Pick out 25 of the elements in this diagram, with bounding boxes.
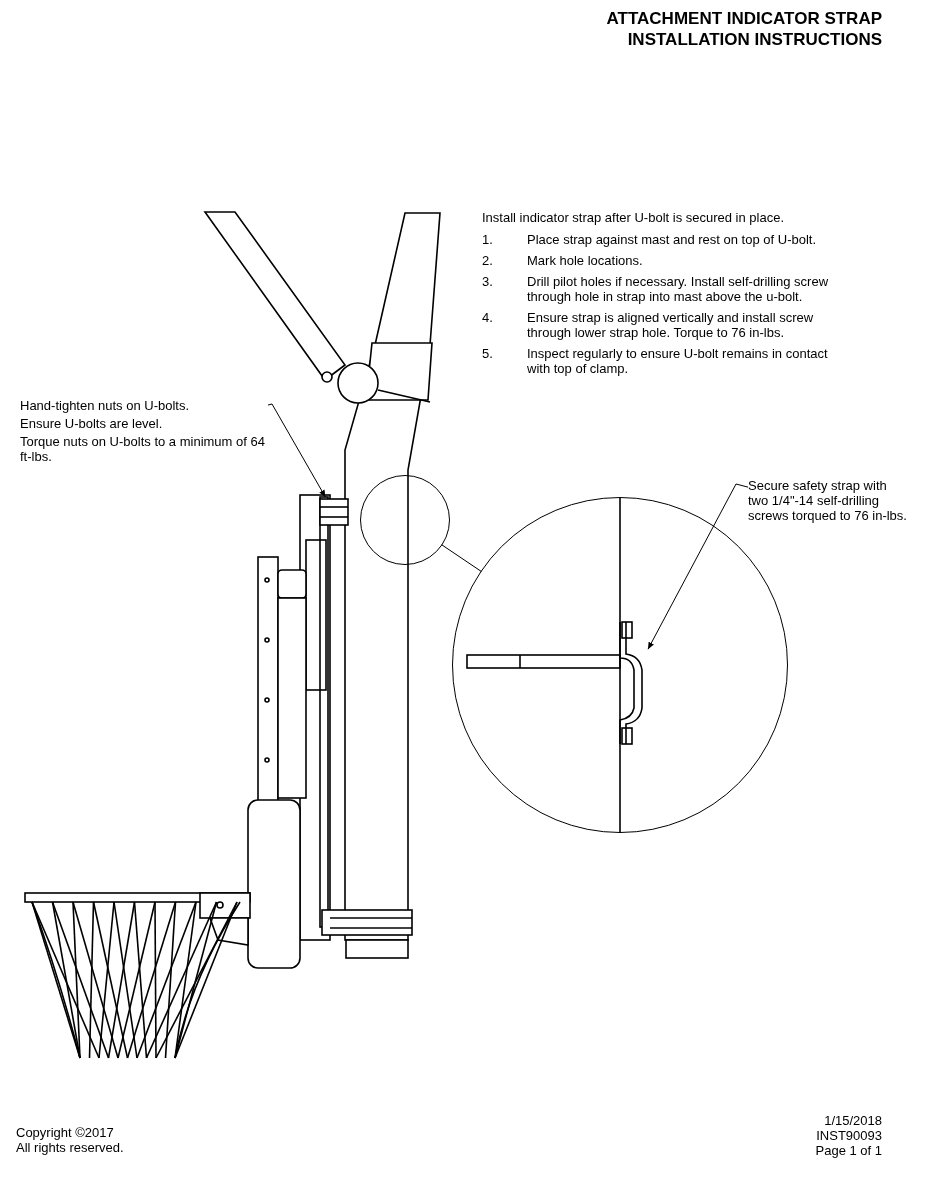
step-text: Drill pilot holes if necessary. Install self-drilling screw through hole in strap into mast above the u-bolt. [527,274,830,304]
callout-text: Hand-tighten nuts on U-bolts. [20,398,191,413]
leader-line [647,483,749,650]
step-text: Ensure strap is aligned vertically and install screw through lower strap hole. Torque to 76 in-lbs. [527,310,815,340]
leader-line [267,403,326,498]
u-bolt-drawing [318,497,350,527]
callout-text: Ensure U-bolts are level. [20,416,164,431]
step-number: 3. [482,274,494,291]
copyright-text: Copyright ©2017 [16,1125,115,1140]
callout-text: Torque nuts on U-bolts to a minimum of 64 ft-lbs. [20,434,266,464]
step-number: 1. [482,232,494,247]
connector-line [441,544,483,573]
title: ATTACHMENT INDICATOR STRAP INSTALLATION INSTRUCTIONS [605,8,882,50]
callout-text: Secure safety strap with two 1/4"-14 self-drilling screws torqued to 76 in-lbs. [748,478,908,523]
step-number: 4. [482,310,494,327]
rights-text: All rights reserved. [16,1140,124,1155]
instruction-intro: Install indicator strap after U-bolt is secured in place. [482,210,786,225]
step-text: Inspect regularly to ensure U-bolt remains in contact with top of clamp. [527,346,829,376]
document-number: INST90093 [815,1128,882,1143]
date-text: 1/15/2018 [823,1113,882,1128]
step-number: 2. [482,253,494,268]
step-text: Mark hole locations. [527,253,644,268]
page-number: Page 1 of 1 [815,1143,882,1158]
step-text: Place strap against mast and rest on top of U-bolt. [527,232,818,247]
step-number: 5. [482,346,494,363]
